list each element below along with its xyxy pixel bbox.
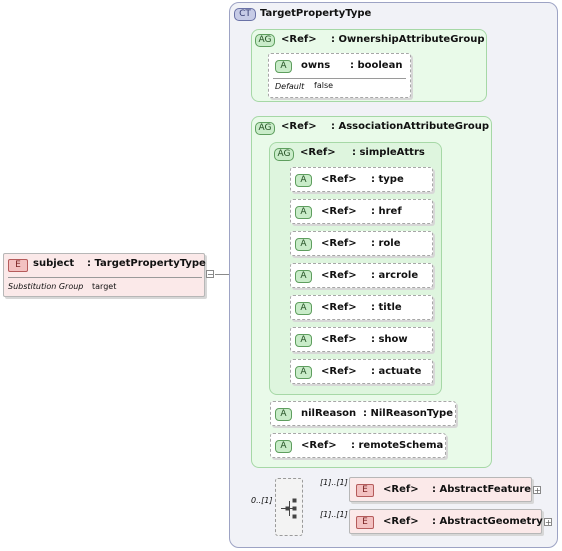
nil-reason-type: : NilReasonType	[363, 408, 453, 419]
attribute-group-badge: AG	[255, 122, 275, 135]
choice-occurrence: 0..[1]	[251, 496, 273, 505]
attribute-ref: <Ref>	[321, 270, 357, 281]
divider	[273, 78, 406, 79]
choice-compositor[interactable]	[275, 478, 303, 536]
attribute-badge: A	[275, 440, 292, 453]
attribute-type-label: : href	[371, 206, 402, 217]
attribute-ref: <Ref>	[321, 174, 357, 185]
attribute-ref: <Ref>	[321, 206, 357, 217]
attribute-title[interactable]: A <Ref> : title	[290, 295, 433, 320]
feature-occurrence: [1]..[1]	[320, 478, 348, 487]
attribute-actuate[interactable]: A <Ref> : actuate	[290, 359, 433, 384]
attribute-show[interactable]: A <Ref> : show	[290, 327, 433, 352]
attribute-badge: A	[295, 206, 312, 219]
attribute-role[interactable]: A <Ref> : role	[290, 231, 433, 256]
remote-schema-ref: <Ref>	[301, 440, 337, 451]
feature-type: : AbstractFeature	[432, 484, 532, 495]
attribute-ref: <Ref>	[321, 238, 357, 249]
attribute-arcrole[interactable]: A <Ref> : arcrole	[290, 263, 433, 288]
attribute-ref: <Ref>	[321, 334, 357, 345]
simple-attrs-ref: <Ref>	[300, 147, 336, 158]
subject-type: : TargetPropertyType	[87, 258, 206, 269]
attribute-badge: A	[295, 334, 312, 347]
owns-attribute[interactable]: A owns : boolean Default false	[268, 53, 411, 98]
attribute-ref: <Ref>	[321, 302, 357, 313]
geometry-ref: <Ref>	[383, 516, 419, 527]
attribute-badge: A	[275, 408, 292, 421]
attribute-badge: A	[295, 174, 312, 187]
choice-icon	[281, 498, 297, 519]
divider	[8, 277, 202, 278]
owns-type: : boolean	[350, 60, 403, 71]
attribute-badge: A	[295, 302, 312, 315]
owns-name: owns	[301, 60, 331, 71]
expand-icon[interactable]: +	[533, 486, 541, 495]
attribute-type-label: : type	[371, 174, 404, 185]
attribute-nil-reason[interactable]: A nilReason : NilReasonType	[270, 401, 456, 426]
attribute-badge: A	[295, 366, 312, 379]
attribute-type[interactable]: A <Ref> : type	[290, 167, 433, 192]
attribute-remote-schema[interactable]: A <Ref> : remoteSchema	[270, 433, 446, 458]
association-ref: <Ref>	[281, 121, 317, 132]
attribute-ref: <Ref>	[321, 366, 357, 377]
association-type: : AssociationAttributeGroup	[331, 121, 490, 132]
default-label: Default	[275, 82, 305, 91]
attribute-href[interactable]: A <Ref> : href	[290, 199, 433, 224]
abstract-feature-element[interactable]: E <Ref> : AbstractFeature	[349, 477, 532, 502]
feature-ref: <Ref>	[383, 484, 419, 495]
remote-schema-type: : remoteSchema	[351, 440, 444, 451]
attribute-type-label: : title	[371, 302, 402, 313]
expand-icon[interactable]: +	[544, 518, 552, 527]
simple-attrs-type: : simpleAttrs	[352, 147, 425, 158]
ownership-ref: <Ref>	[281, 34, 317, 45]
ownership-type: : OwnershipAttributeGroup	[331, 34, 485, 45]
abstract-geometry-element[interactable]: E <Ref> : AbstractGeometry	[349, 509, 543, 534]
complex-type-name: TargetPropertyType	[260, 8, 372, 19]
subject-name: subject	[33, 258, 75, 269]
attribute-badge: A	[295, 238, 312, 251]
geometry-occurrence: [1]..[1]	[320, 510, 348, 519]
attribute-type-label: : arcrole	[371, 270, 419, 281]
default-value: false	[314, 81, 334, 90]
complex-type-badge: CT	[234, 8, 256, 21]
nil-reason-name: nilReason	[301, 408, 357, 419]
attribute-type-label: : role	[371, 238, 401, 249]
attribute-group-badge: AG	[274, 148, 294, 161]
substitution-group-label: Substitution Group	[8, 282, 84, 291]
attribute-type-label: : show	[371, 334, 408, 345]
element-badge: E	[356, 516, 374, 529]
substitution-group-value: target	[92, 282, 117, 291]
element-badge: E	[356, 484, 374, 497]
attribute-badge: A	[295, 270, 312, 283]
element-badge: E	[8, 259, 28, 272]
subject-element[interactable]: E subject : TargetPropertyType Substitut…	[3, 253, 206, 297]
geometry-type: : AbstractGeometry	[432, 516, 543, 527]
collapse-icon[interactable]: −	[206, 270, 214, 279]
attribute-group-badge: AG	[255, 34, 275, 47]
attribute-badge: A	[275, 60, 292, 73]
attribute-type-label: : actuate	[371, 366, 422, 377]
